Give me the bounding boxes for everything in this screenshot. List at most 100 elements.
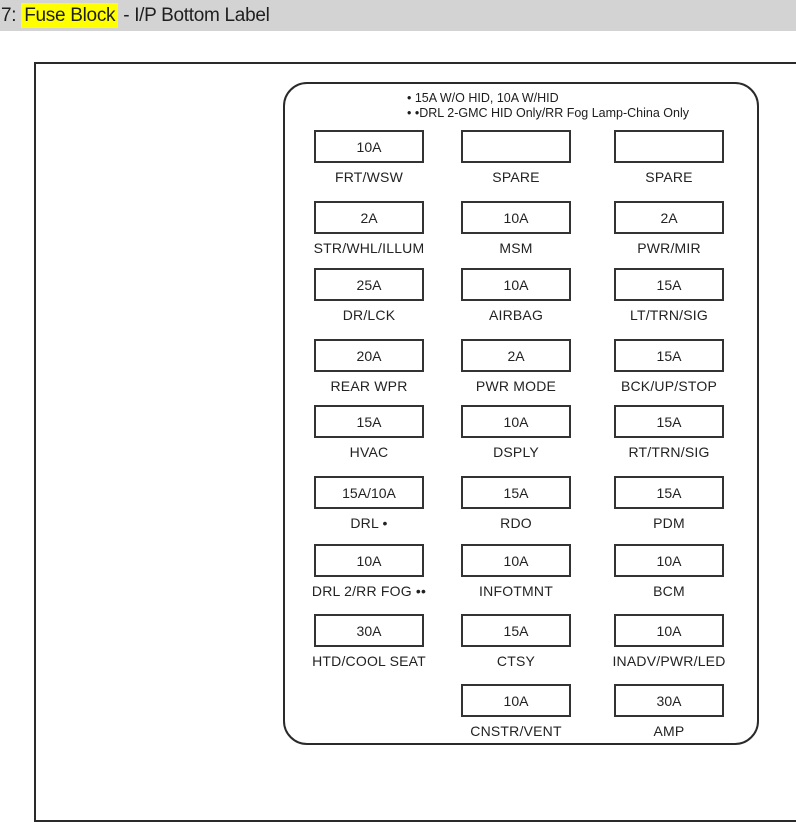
fuse-label: SPARE — [492, 169, 540, 185]
fuse-label: HVAC — [349, 444, 389, 460]
fuse-cell: 10A DRL 2/RR FOG •• — [312, 544, 426, 599]
fuse-box: 10A — [314, 130, 424, 163]
fuse-label: MSM — [499, 240, 533, 256]
fuse-cell: 2A PWR/MIR — [614, 201, 724, 256]
fuse-cell: 20A REAR WPR — [314, 339, 424, 394]
note-hid: • 15A W/O HID, 10A W/HID — [407, 91, 559, 105]
fuse-amp-value: 15A — [503, 622, 529, 639]
fuse-amp-value: 10A — [503, 413, 529, 430]
fuse-box: 10A — [314, 544, 424, 577]
fuse-cell: 2A PWR MODE — [461, 339, 571, 394]
fuse-box — [614, 130, 724, 163]
caption-bar: 7: Fuse Block - I/P Bottom Label — [0, 0, 796, 31]
fuse-notes: • 15A W/O HID, 10A W/HID • •DRL 2-GMC HI… — [407, 91, 689, 121]
fuse-amp-value: 15A — [356, 413, 382, 430]
fuse-cell: 10A INADV/PWR/LED — [612, 614, 725, 669]
fuse-box: 15A/10A — [314, 476, 424, 509]
fuse-box: 10A — [461, 684, 571, 717]
fuse-label: STR/WHL/ILLUM — [313, 240, 425, 256]
title-prefix: 7: — [1, 4, 22, 26]
fuse-cell: 10A AIRBAG — [461, 268, 571, 323]
fuse-cell: 10A MSM — [461, 201, 571, 256]
fuse-cell: 30A HTD/COOL SEAT — [312, 614, 426, 669]
fuse-amp-value: 15A — [656, 276, 682, 293]
fuse-label: DSPLY — [493, 444, 539, 460]
fuse-cell: 10A CNSTR/VENT — [461, 684, 571, 739]
fuse-cell: SPARE — [614, 130, 724, 185]
fuse-amp-value: 10A — [656, 622, 682, 639]
fuse-label: REAR WPR — [330, 378, 408, 394]
fuse-amp-value: 30A — [356, 622, 382, 639]
fuse-label: HTD/COOL SEAT — [312, 653, 426, 669]
fuse-label: PWR/MIR — [637, 240, 701, 256]
fuse-box: 15A — [614, 339, 724, 372]
fuse-cell: 2A STR/WHL/ILLUM — [314, 201, 424, 256]
fuse-label: BCK/UP/STOP — [620, 378, 718, 394]
fuse-box: 10A — [614, 614, 724, 647]
fuse-box: 10A — [461, 268, 571, 301]
fuse-box: 2A — [461, 339, 571, 372]
fuse-amp-value: 10A — [503, 276, 529, 293]
fuse-label: RDO — [500, 515, 532, 531]
fuse-label: AMP — [653, 723, 685, 739]
fuse-cell: 30A AMP — [614, 684, 724, 739]
title-suffix: - I/P Bottom Label — [118, 4, 270, 26]
fuse-label: LT/TRN/SIG — [630, 307, 708, 323]
fuse-label: INFOTMNT — [479, 583, 553, 599]
note-drl2: • •DRL 2-GMC HID Only/RR Fog Lamp-China … — [407, 106, 689, 120]
fuse-box: 2A — [314, 201, 424, 234]
page-title: 7: Fuse Block - I/P Bottom Label — [0, 2, 270, 28]
fuse-box: 15A — [461, 614, 571, 647]
fuse-amp-value: 25A — [356, 276, 382, 293]
fuse-box: 10A — [614, 544, 724, 577]
fuse-box: 2A — [614, 201, 724, 234]
fuse-label: CNSTR/VENT — [470, 723, 562, 739]
fuse-label: FRT/WSW — [334, 169, 404, 185]
fuse-box: 15A — [614, 405, 724, 438]
fuse-amp-value: 10A — [503, 692, 529, 709]
fuse-cell: 15A HVAC — [314, 405, 424, 460]
fuse-box — [461, 130, 571, 163]
fuse-box: 30A — [614, 684, 724, 717]
fuse-box: 20A — [314, 339, 424, 372]
fuse-cell: 25A DR/LCK — [314, 268, 424, 323]
fuse-label: DR/LCK — [342, 307, 396, 323]
fuse-label: AIRBAG — [488, 307, 544, 323]
fuse-amp-value: 2A — [660, 209, 678, 226]
fuse-label: SPARE — [645, 169, 693, 185]
fuse-label: CTSY — [496, 653, 536, 669]
fuse-label: PDM — [653, 515, 685, 531]
fuse-box: 15A — [614, 476, 724, 509]
fuse-box: 25A — [314, 268, 424, 301]
fuse-amp-value: 2A — [360, 209, 378, 226]
fuse-amp-value: 10A — [356, 138, 382, 155]
fuse-cell: 10A INFOTMNT — [461, 544, 571, 599]
fuse-cell: SPARE — [461, 130, 571, 185]
fuse-box: 10A — [461, 544, 571, 577]
fuse-label: DRL • — [350, 515, 388, 531]
fuse-amp-value: 15A — [503, 484, 529, 501]
fuse-label: DRL 2/RR FOG •• — [311, 583, 427, 599]
fuse-amp-value: 2A — [507, 347, 525, 364]
fuse-amp-value: 15A — [656, 413, 682, 430]
title-highlighted-term: Fuse Block — [21, 2, 119, 28]
fuse-box: 10A — [461, 405, 571, 438]
fuse-box: 10A — [461, 201, 571, 234]
fuse-amp-value: 10A — [503, 552, 529, 569]
fuse-amp-value: 15A — [656, 347, 682, 364]
fuse-amp-value: 10A — [503, 209, 529, 226]
fuse-box: 15A — [461, 476, 571, 509]
fuse-label: PWR MODE — [475, 378, 557, 394]
fuse-amp-value: 10A — [356, 552, 382, 569]
fuse-box: 15A — [614, 268, 724, 301]
fuse-cell: 10A DSPLY — [461, 405, 571, 460]
fuse-cell: 10A FRT/WSW — [314, 130, 424, 185]
fuse-amp-value: 30A — [656, 692, 682, 709]
fuse-cell: 15A LT/TRN/SIG — [614, 268, 724, 323]
fuse-amp-value: 15A/10A — [342, 484, 396, 501]
fuse-label: INADV/PWR/LED — [612, 653, 726, 669]
fuse-cell: 15A RDO — [461, 476, 571, 531]
